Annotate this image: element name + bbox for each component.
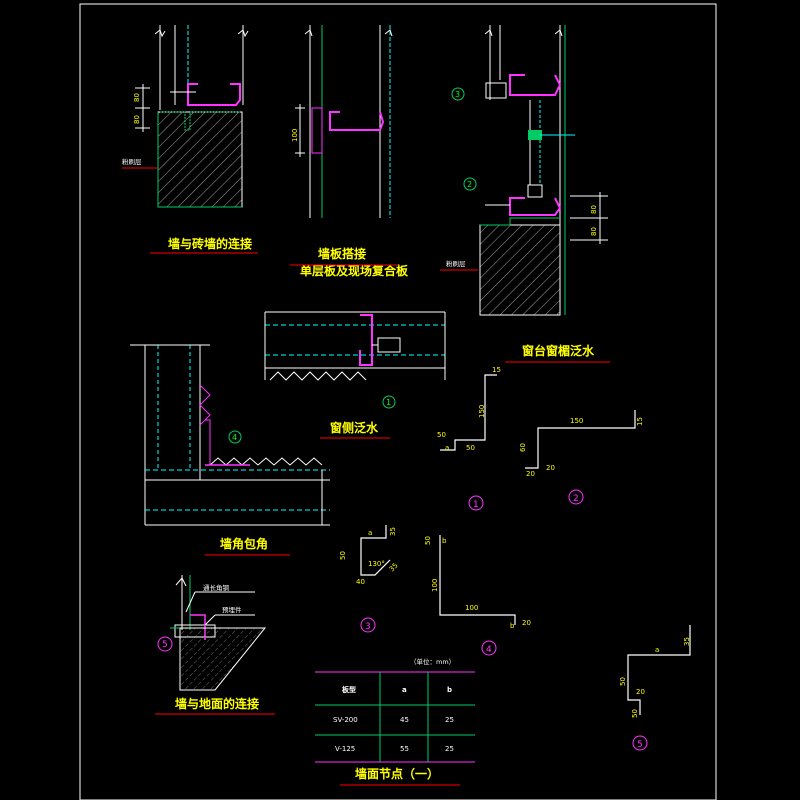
f1-top: 15 [492,366,501,374]
f1-a: 50 [437,431,446,439]
title-panel-lap: 墙板搭接 [318,246,366,261]
f3-a: 35 [389,527,397,536]
f2-h: 15 [636,417,644,426]
title-brick-wall: 墙与砖墙的连接 [168,236,252,251]
f5-d: 50 [631,709,639,718]
dim-brick-a: 80 [133,93,141,102]
f3-angle: 130° [368,560,385,568]
flashing-shape-1: 15 150 50 50 a 1 [437,366,501,511]
flashing-shape-2: 150 15 60 20 20 2 [519,410,644,505]
table-header-a: a [402,686,407,694]
detail-side-flashing: 1 窗侧泛水 [264,311,446,439]
flashing-shape-3: 35 50 40 130° 35 a 3 [339,525,400,633]
callout-shape-4: 4 [486,645,492,655]
f3-sym-a: a [368,529,372,537]
title-corner: 墙角包角 [220,536,268,551]
f4-b: 20 [522,619,531,627]
title-sill: 窗台窗楣泛水 [522,343,595,358]
flashing-shape-5: 35 50 20 50 a 5 [619,625,691,751]
dim-brick-b: 80 [133,115,141,124]
detail-panel-lap: 100 墙板搭接 单层板及现场复合板 [290,25,409,278]
f2-b: 20 [526,470,535,478]
ground-note-angle: 通长角钢 [203,583,230,592]
title-side-flash: 窗侧泛水 [330,420,379,435]
f2-c: 20 [546,464,555,472]
f4-h: 100 [431,579,439,592]
ground-note-embed: 预埋件 [222,605,242,614]
table-header-type: 板型 [342,685,356,694]
subtitle-panel-lap: 单层板及现场复合板 [300,263,409,278]
f3-b: 50 [339,551,347,560]
table-cell: 25 [445,745,454,753]
dim-sill-a: 80 [590,205,598,214]
f5-sym-a: a [655,646,659,654]
f1-b: 50 [466,444,475,452]
table-cell: SV-200 [333,716,358,724]
f2-a: 60 [519,443,527,452]
drawing-frame [79,3,717,800]
callout-2-sill: 2 [467,180,472,189]
table-cell: 25 [445,716,454,724]
f4-sym-b: b [442,537,447,545]
callout-4-corner: 4 [232,433,237,442]
callout-shape-1: 1 [473,500,479,510]
plaster-layer-label: 粉刷层 [122,157,142,166]
table-cell: V-125 [335,745,355,753]
table-unit: （单位：mm） [410,657,455,666]
callout-shape-2: 2 [573,494,579,504]
detail-window-sill: 80 80 粉刷层 3 2 窗台窗楣泛水 [440,25,610,363]
plaster-layer-label-2: 粉刷层 [446,259,466,268]
f1-h: 150 [478,405,486,418]
detail-brick-wall: 80 80 粉刷层 墙与砖墙的连接 [122,25,258,254]
title-ground: 墙与地面的连接 [175,696,259,711]
dim-sill-b: 80 [590,227,598,236]
dim-lap: 100 [291,129,299,142]
f4-sym-b2: b [510,622,515,630]
table-cell: 45 [400,716,409,724]
flashing-shape-4: 50 100 100 20 b b 4 [424,535,531,656]
f5-a: 35 [683,637,691,646]
table-header-b: b [447,686,452,694]
f5-c: 20 [636,688,645,696]
f2-w: 150 [570,417,583,425]
f5-b: 50 [619,677,627,686]
callout-shape-5: 5 [637,740,643,750]
f4-w: 100 [465,604,478,612]
callout-5-ground: 5 [162,640,168,650]
callout-3-sill: 3 [455,90,460,99]
callout-shape-3: 3 [365,622,371,632]
f3-d: 35 [388,561,400,573]
sheet-title: 墙面节点（一） [355,766,439,781]
detail-corner: 4 墙角包角 [130,344,330,556]
dimension-table: （单位：mm） 板型 a b SV-200 45 25 V-125 55 25 [315,657,475,763]
callout-1-side: 1 [386,398,391,407]
f1-sym-a: a [445,444,449,452]
f4-a: 50 [424,536,432,545]
table-cell: 55 [400,745,409,753]
f3-c: 40 [356,578,365,586]
detail-ground: 通长角钢 预埋件 5 墙与地面的连接 [155,575,275,715]
